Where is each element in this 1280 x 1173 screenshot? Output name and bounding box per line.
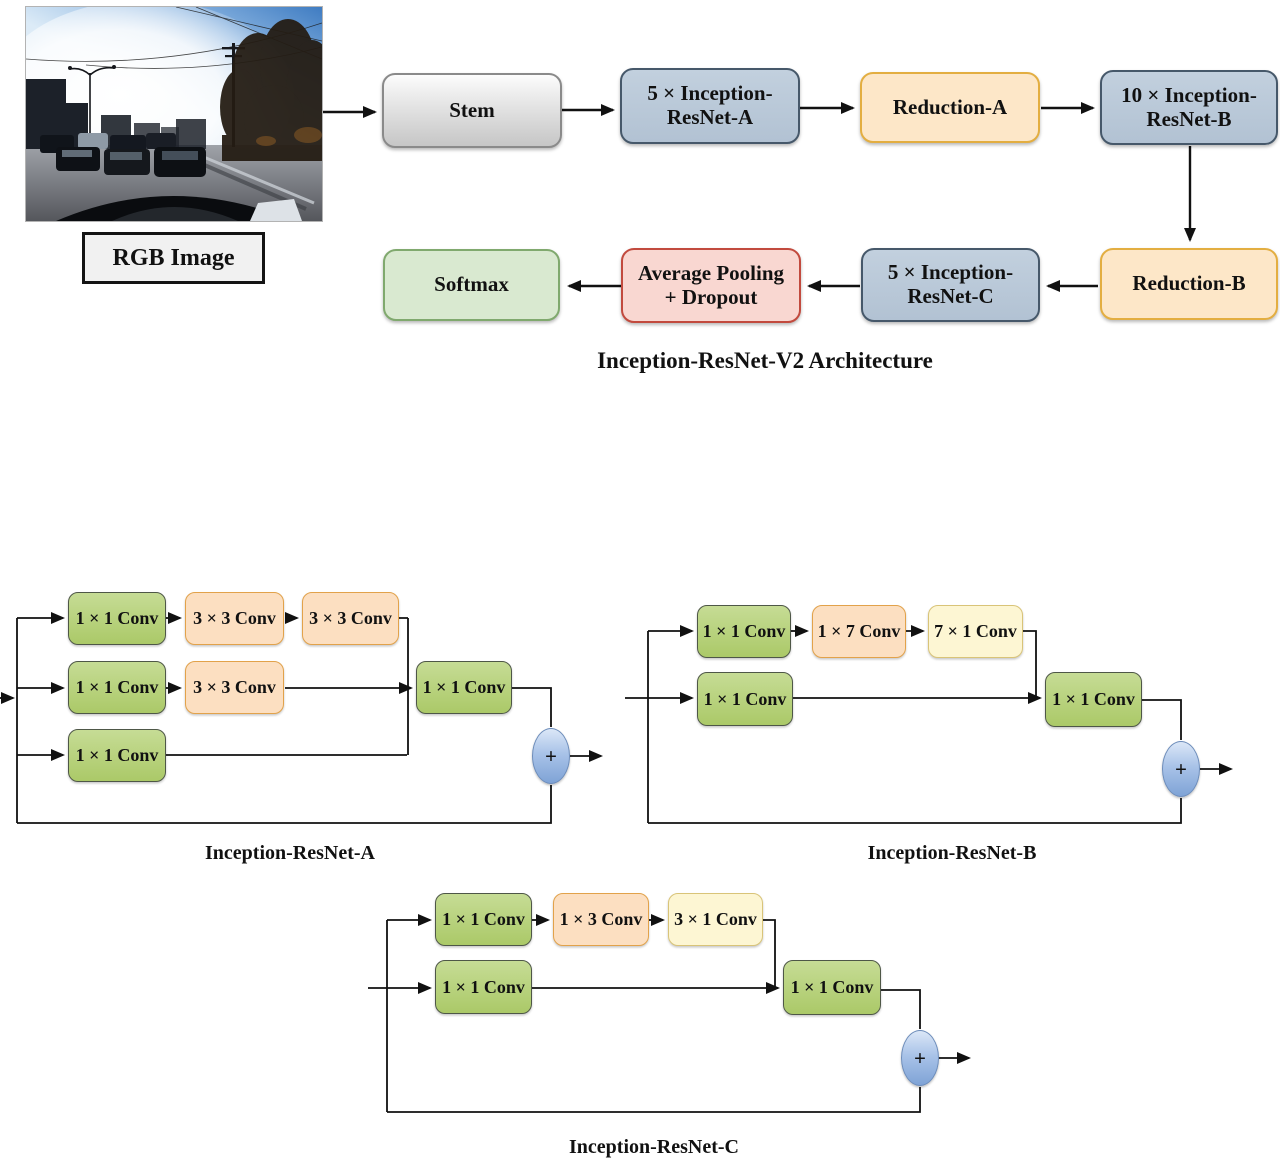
- module-c-caption: Inception-ResNet-C: [569, 1136, 739, 1158]
- inception-resnet-b-block: 10 × Inception-ResNet-B: [1100, 70, 1278, 145]
- module-b-caption: Inception-ResNet-B: [867, 842, 1037, 864]
- rgb-image-label: RGB Image: [82, 232, 265, 284]
- conv-box: 3 × 3 Conv: [302, 592, 399, 645]
- reduction-a-block: Reduction-A: [860, 72, 1040, 143]
- inception-resnet-c-block: 5 × Inception-ResNet-C: [861, 248, 1040, 322]
- conv-box: 1 × 3 Conv: [553, 893, 649, 946]
- conv-box: 1 × 7 Conv: [812, 605, 906, 658]
- conv-box: 1 × 1 Conv: [697, 672, 793, 726]
- conv-box: 7 × 1 Conv: [928, 605, 1023, 658]
- module-a-caption: Inception-ResNet-A: [205, 842, 375, 864]
- conv-box: 1 × 1 Conv: [697, 605, 791, 658]
- sum-node-b: +: [1162, 741, 1200, 797]
- conv-box: 1 × 1 Conv: [68, 592, 166, 645]
- sum-node-a: +: [532, 728, 570, 784]
- conv-box: 1 × 1 Conv: [416, 661, 512, 714]
- conv-box: 1 × 1 Conv: [783, 960, 881, 1015]
- avgpool-dropout-block: Average Pooling + Dropout: [621, 248, 801, 323]
- conv-box: 1 × 1 Conv: [68, 729, 166, 782]
- conv-box: 1 × 1 Conv: [68, 661, 166, 714]
- inception-resnet-a-block: 5 × Inception-ResNet-A: [620, 68, 800, 144]
- conv-box: 1 × 1 Conv: [435, 960, 532, 1014]
- softmax-block: Softmax: [383, 249, 560, 321]
- street-photo-art: [0, 0, 338, 221]
- sum-node-c: +: [901, 1030, 939, 1086]
- street-photo: [0, 0, 338, 222]
- conv-box: 1 × 1 Conv: [1045, 672, 1142, 727]
- conv-box: 3 × 3 Conv: [185, 592, 284, 645]
- conv-box: 1 × 1 Conv: [435, 893, 532, 946]
- figure-title: Inception-ResNet-V2 Architecture: [597, 348, 933, 373]
- reduction-b-block: Reduction-B: [1100, 248, 1278, 320]
- conv-box: 3 × 3 Conv: [185, 661, 284, 714]
- stem-block: Stem: [382, 73, 562, 148]
- conv-box: 3 × 1 Conv: [668, 893, 763, 946]
